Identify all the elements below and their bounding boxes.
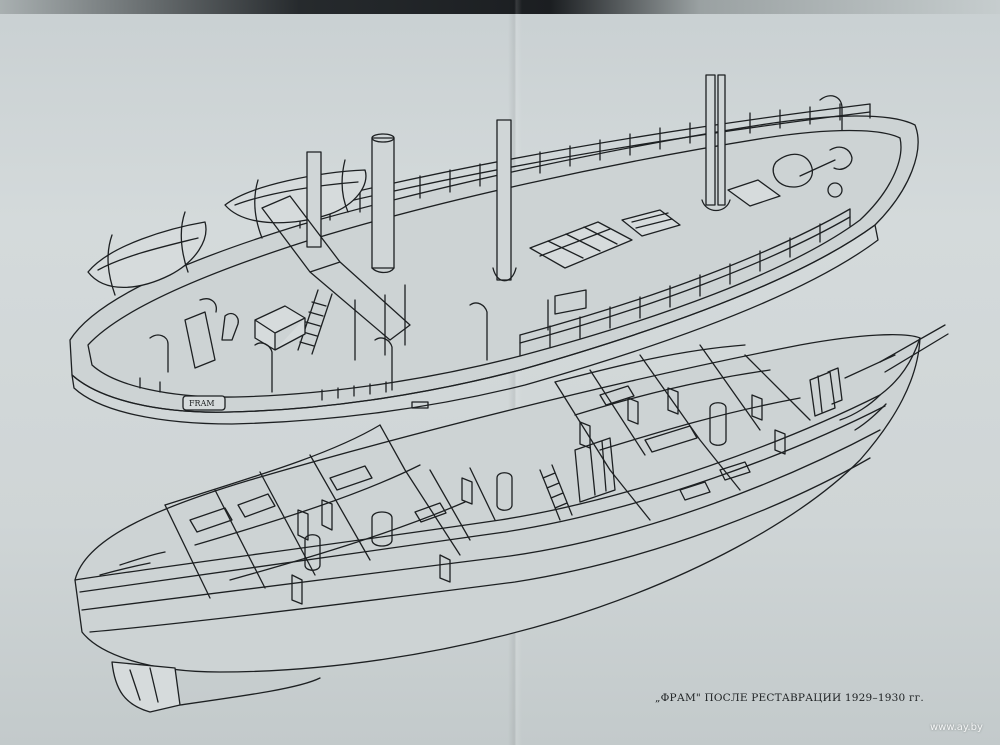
- deck-vents: [255, 290, 586, 392]
- mast-mid: [497, 120, 511, 280]
- name-plate: [183, 396, 225, 410]
- deck-view: FRAM: [70, 75, 918, 424]
- deck-bollards: [140, 378, 386, 400]
- deck-walkway: [262, 196, 410, 340]
- mast-aft: [307, 152, 321, 247]
- windlass: [773, 147, 852, 187]
- deck-bulwark-inner: [88, 131, 901, 398]
- cutaway-view: [75, 325, 948, 712]
- deck-ladder: [298, 290, 332, 354]
- lifeboat-right: [225, 170, 366, 223]
- compartment-walls: [165, 345, 810, 598]
- deck-skylight-large: [530, 222, 632, 268]
- deckhouse: [255, 306, 305, 350]
- cutaway-deck-edge: [75, 338, 920, 580]
- bowsprit: [880, 325, 948, 372]
- bunks: [190, 386, 750, 532]
- engine-room: [540, 438, 615, 520]
- winch-aft: [150, 299, 238, 372]
- illustration-caption: „ФРАМ" ПОСЛЕ РЕСТАВРАЦИИ 1929–1930 гг.: [655, 692, 924, 704]
- deck-hatch-fore: [728, 180, 780, 206]
- lifeboat-left: [88, 222, 206, 287]
- funnel-main: [372, 138, 394, 268]
- keel-rudder: [112, 662, 180, 712]
- name-plate-text: FRAM: [189, 399, 215, 408]
- book-binding-edge: [0, 0, 1000, 14]
- deck-skylight-small: [622, 210, 680, 236]
- deck-hull-side: [72, 225, 878, 424]
- mast-fore: [706, 75, 715, 205]
- watermark: www.ay.by: [930, 722, 983, 733]
- fore-machinery: [810, 355, 895, 416]
- tanks: [305, 403, 726, 571]
